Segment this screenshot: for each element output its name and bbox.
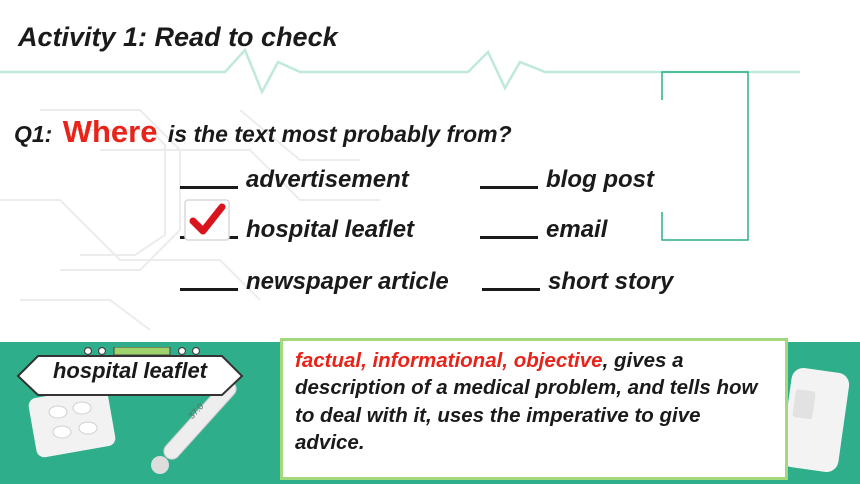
description-rest: , gives a description of a medical probl…: [295, 349, 758, 455]
option-email[interactable]: email: [480, 214, 607, 244]
question-text: is the text most probably from?: [167, 121, 512, 147]
answer-blank[interactable]: [482, 266, 540, 291]
pill-blister-icon: [28, 386, 116, 458]
question-prefix: Q1:: [14, 121, 53, 147]
description-text: factual, informational, objective, gives…: [295, 347, 773, 457]
option-label: hospital leaflet: [246, 216, 415, 243]
thermometer-icon: 37.0: [151, 380, 237, 474]
circuit-pattern: [0, 109, 380, 331]
question-highlight: Where: [62, 114, 158, 149]
option-advertisement[interactable]: advertisement: [180, 164, 409, 194]
option-label: newspaper article: [246, 268, 449, 295]
option-newspaper-article[interactable]: newspaper article: [180, 266, 449, 296]
option-label: email: [546, 216, 608, 243]
activity-title: Activity 1: Read to check: [18, 22, 338, 52]
option-blog-post[interactable]: blog post: [480, 164, 654, 194]
description-box: factual, informational, objective, gives…: [280, 338, 788, 480]
option-label: short story: [548, 268, 674, 295]
description-highlight: factual, informational, objective: [295, 349, 603, 372]
option-label: blog post: [546, 166, 654, 193]
question: Q1: Where is the text most probably from…: [14, 114, 512, 150]
first-aid-box-icon: [780, 368, 850, 472]
answer-blank[interactable]: [480, 214, 538, 239]
answer-blank[interactable]: [180, 164, 238, 189]
bracket-frame: [661, 71, 749, 241]
label-badge: [16, 347, 244, 396]
option-label: advertisement: [246, 166, 409, 193]
answer-label: hospital leaflet: [52, 358, 208, 383]
answer-blank[interactable]: [480, 164, 538, 189]
answer-blank[interactable]: [180, 266, 238, 291]
option-short-story[interactable]: short story: [482, 266, 673, 296]
heartbeat-line: [0, 47, 800, 95]
checkmark-icon: [184, 199, 230, 241]
